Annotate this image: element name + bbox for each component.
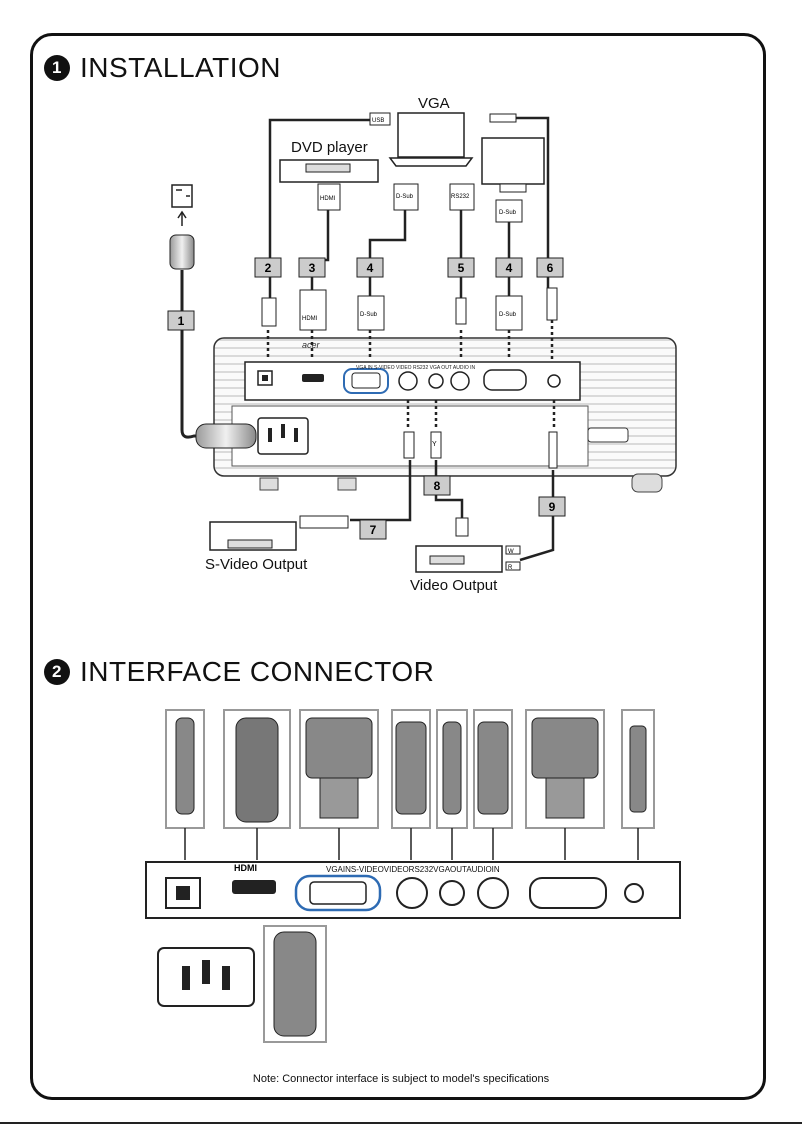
hdmi-tag-top: HDMI (320, 196, 336, 202)
cable-tag: 8 (434, 479, 441, 493)
video-output-device: W R Video Output (410, 545, 521, 594)
hdmi-plug-top (317, 183, 341, 211)
cable-tag: 4 (506, 261, 513, 275)
video-plug (430, 431, 442, 459)
power-cable (169, 184, 257, 449)
svideo-output-device: S-Video Output (205, 521, 308, 573)
hdmi-tag-bottom: HDMI (302, 316, 318, 322)
vga-out-panel-port (529, 877, 607, 909)
hdmi-logo: HDMI (234, 863, 257, 873)
cable-tag: 2 (265, 261, 272, 275)
w-tag: W (508, 549, 514, 555)
section-number-badge: 2 (44, 659, 70, 685)
dvd-player-label: DVD player (291, 139, 368, 156)
svideo-output-label: S-Video Output (205, 556, 308, 573)
r-tag: R (508, 565, 513, 571)
rs232-panel-port (477, 877, 509, 909)
audio-plug-bottom (546, 287, 558, 321)
usb-plug-bottom (261, 297, 277, 327)
hdmi-port (302, 374, 324, 382)
cable-tag: 3 (309, 261, 316, 275)
svideo-port (398, 371, 418, 391)
dvd-player-device: DVD player (279, 139, 379, 183)
page-bottom-rule (0, 1122, 802, 1124)
y-plug-lower (455, 517, 469, 537)
rs232-port (450, 371, 470, 391)
usb-plug (369, 112, 391, 126)
installation-title: INSTALLATION (80, 52, 282, 83)
video-output-label: Video Output (410, 577, 498, 594)
audio-in-panel-port (624, 883, 644, 903)
laptop-device: VGA (388, 95, 474, 167)
installation-diagram: acer VGA IN S-VIDEO VIDEO RS232 VGA OUT … (167, 95, 677, 594)
hdmi-plug-bottom (299, 289, 327, 331)
projector-port-labels: VGA IN S-VIDEO VIDEO RS232 VGA OUT AUDIO… (356, 365, 475, 371)
svideo-plug-lower (299, 515, 349, 529)
video-panel-port (439, 880, 465, 906)
interface-port-labels: VGAINS-VIDEOVIDEORS232VGAOUTAUDIOIN (326, 865, 500, 874)
dsub-tag-top-b: D-Sub (499, 210, 517, 216)
svideo-plug (403, 431, 415, 459)
y-tag: Y (432, 441, 437, 448)
cable-tag: 7 (370, 523, 377, 537)
audio-plug (489, 113, 517, 123)
interface-diagram: VGAINS-VIDEOVIDEORS232VGAOUTAUDIOIN HDMI (145, 709, 681, 1043)
cable-tag: 5 (458, 261, 465, 275)
rs232-plug-bottom (455, 297, 467, 325)
audio-in-port (547, 374, 561, 388)
monitor-device (481, 137, 545, 193)
cable-tag: 9 (549, 500, 556, 514)
section-number-badge: 1 (44, 55, 70, 81)
vga-label: VGA (418, 95, 450, 112)
dsub-plug-bottom-b (495, 295, 523, 331)
interface-title: INTERFACE CONNECTOR (80, 656, 435, 687)
cables (266, 116, 556, 562)
audio-plug-lower (548, 431, 558, 469)
dsub-plug-top-b (495, 199, 523, 223)
dsub-tag-top-a: D-Sub (396, 194, 414, 200)
cable-tag: 6 (547, 261, 554, 275)
dsub-plug-bottom-a (357, 295, 385, 331)
footnote: Note: Connector interface is subject to … (252, 1073, 550, 1085)
page-frame (30, 33, 766, 1100)
dsub-plug-top-a (393, 183, 419, 211)
hdmi-panel-port (232, 880, 276, 894)
projector-body: acer VGA IN S-VIDEO VIDEO RS232 VGA OUT … (213, 337, 677, 493)
cable-tag: 4 (367, 261, 374, 275)
power-plug (273, 931, 317, 1037)
dsub-tag-bottom-b: D-Sub (499, 312, 517, 318)
svideo-panel-port (396, 877, 428, 909)
usb-tag: USB (372, 118, 384, 124)
video-port (428, 373, 444, 389)
installation-heading: 1 INSTALLATION (44, 52, 281, 84)
rs232-tag-top: RS232 (451, 194, 470, 200)
cable-tag: 1 (178, 314, 185, 328)
dsub-tag-bottom-a: D-Sub (360, 312, 378, 318)
interface-heading: 2 INTERFACE CONNECTOR (44, 656, 434, 688)
cable-number-tags: 1 2 3 4 5 4 6 7 8 9 (167, 257, 566, 540)
vga-out-port (483, 369, 527, 391)
rs232-plug-top (449, 183, 475, 211)
